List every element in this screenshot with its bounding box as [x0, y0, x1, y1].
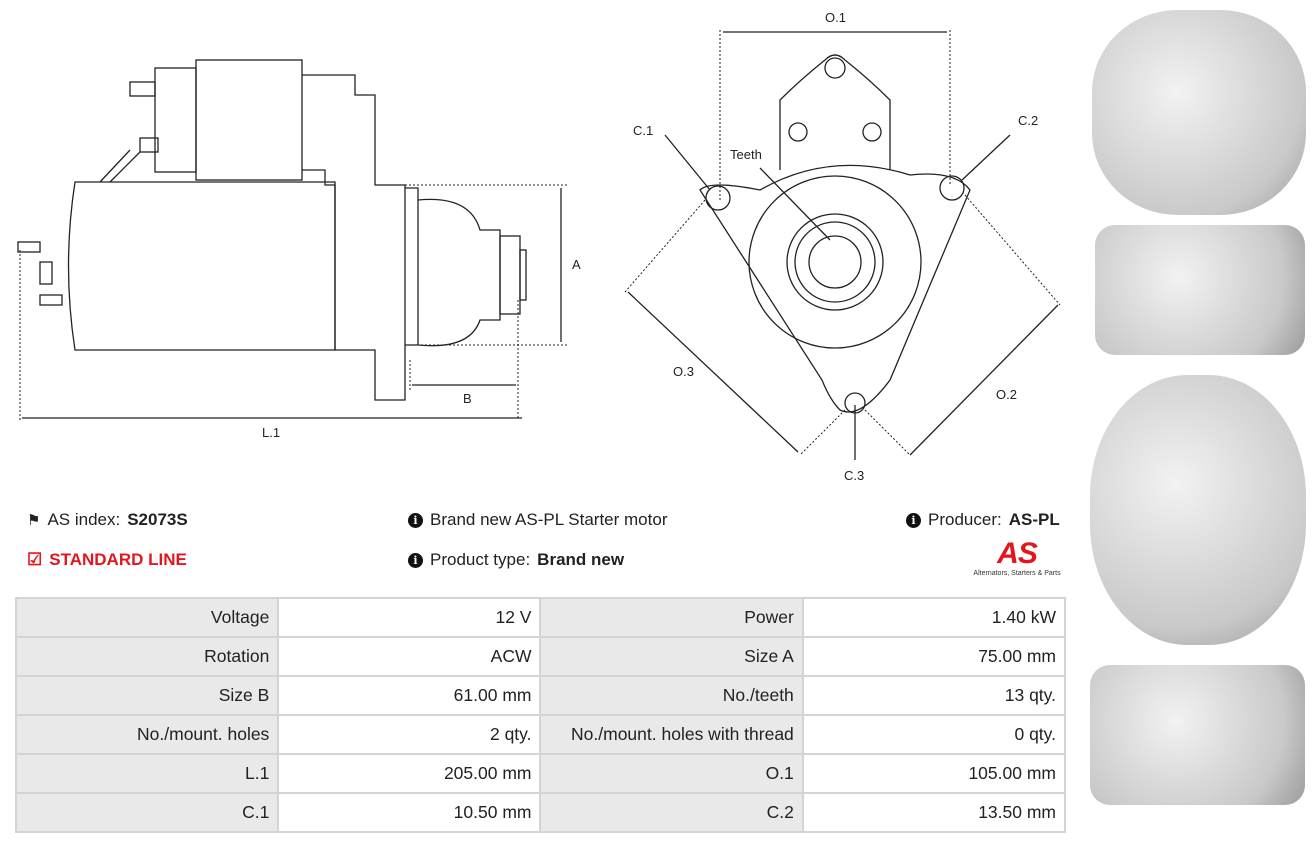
checkbox-icon: ☑ [27, 550, 43, 569]
spec-label: Voltage [14, 597, 280, 638]
producer: i Producer: AS-PL [906, 510, 1060, 530]
spec-label: L.1 [14, 753, 280, 794]
o2-label: O.2 [996, 387, 1017, 402]
dimension-l1-label: L.1 [262, 425, 280, 440]
c3-label: C.3 [844, 468, 864, 483]
spec-value: 12 V [277, 597, 542, 638]
dimension-b-label: B [463, 391, 472, 406]
spec-label: Size A [539, 636, 804, 677]
spec-value: 13.50 mm [801, 792, 1067, 833]
info-icon: i [906, 512, 921, 528]
product-photo-rear[interactable] [1090, 375, 1306, 645]
o1-label: O.1 [825, 10, 846, 25]
side-view-drawing: A B L.1 [17, 59, 581, 440]
spec-label: No./mount. holes with thread [539, 714, 804, 755]
c2-label: C.2 [1018, 113, 1038, 128]
spec-label: No./teeth [539, 675, 804, 716]
product-photo-side-2[interactable] [1090, 665, 1305, 805]
spec-value: 10.50 mm [277, 792, 542, 833]
as-index-value: S2073S [127, 510, 188, 529]
as-index: ⚑ AS index: S2073S [27, 510, 188, 529]
description: i Brand new AS-PL Starter motor [408, 510, 667, 530]
spec-label: Rotation [14, 636, 280, 677]
as-pl-logo: AS Alternators, Starters & Parts [973, 537, 1061, 578]
info-icon: i [408, 552, 423, 568]
o3-label: O.3 [673, 364, 694, 379]
product-type: i Product type: Brand new [408, 550, 624, 570]
product-photo-side[interactable] [1095, 225, 1305, 355]
spec-label: Size B [14, 675, 280, 716]
spec-value: 61.00 mm [277, 675, 542, 716]
teeth-label: Teeth [730, 147, 762, 162]
spec-label: Power [539, 597, 804, 638]
c1-label: C.1 [633, 123, 653, 138]
info-icon: i [408, 512, 423, 528]
standard-line-badge: ☑ STANDARD LINE [27, 550, 187, 569]
spec-label: O.1 [539, 753, 804, 794]
spec-label: C.2 [539, 792, 804, 833]
spec-value: 105.00 mm [801, 753, 1067, 794]
front-view-drawing: O.1 C.1 C.2 Teeth O.3 O.2 C.3 [624, 10, 1061, 483]
spec-label: C.1 [14, 792, 280, 833]
dimension-a-label: A [572, 257, 581, 272]
spec-value: 75.00 mm [801, 636, 1067, 677]
spec-value: ACW [277, 636, 542, 677]
spec-value: 0 qty. [801, 714, 1067, 755]
spec-value: 2 qty. [277, 714, 542, 755]
spec-value: 13 qty. [801, 675, 1067, 716]
tags-icon: ⚑ [27, 512, 41, 529]
spec-value: 205.00 mm [277, 753, 542, 794]
spec-value: 1.40 kW [801, 597, 1067, 638]
product-photo-front[interactable] [1092, 10, 1306, 215]
spec-label: No./mount. holes [14, 714, 280, 755]
